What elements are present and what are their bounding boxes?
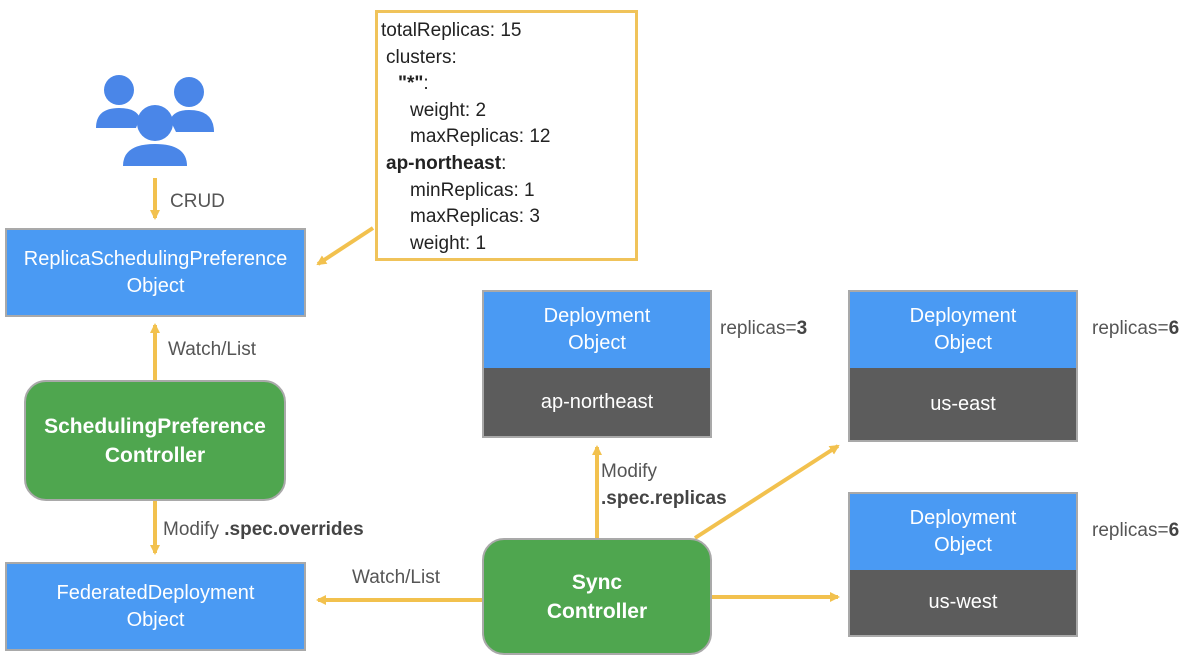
spc-line2: Controller [104,443,206,467]
replicas-us-east: replicas=6 [1092,318,1179,340]
yaml-wildcard-key: "*": [378,71,635,98]
arrow-sync-to-us-east [693,444,840,540]
spc-line1: SchedulingPreference [44,414,266,438]
watch-list-label-left: Watch/List [168,339,256,360]
federated-deployment-object: FederatedDeployment Object [5,562,306,651]
yaml-clusters: clusters: [386,46,457,68]
replicas-value: 3 [796,318,808,339]
scheduling-preference-controller: SchedulingPreference Controller [24,380,286,501]
modify-overrides-label: Modify .spec.overrides [163,519,364,541]
replica-scheduling-preference-object: ReplicaSchedulingPreference Object [5,228,306,317]
deployment-object-header: Deployment Object [850,494,1076,570]
yaml-ap-northeast-weight: weight: 1 [410,232,487,254]
deployment-line2: Object [934,332,992,354]
yaml-ap-northeast-key: ap-northeast: [378,151,635,178]
sync-line1: Sync [571,570,623,594]
modify-replicas-label: Modify .spec.replicas [601,458,727,512]
cluster-name: ap-northeast [484,368,710,436]
rsp-line1: ReplicaSchedulingPreference [23,247,288,270]
yaml-wildcard-max-replicas: maxReplicas: 12 [410,126,551,148]
modify-replicas-field: .spec.replicas [601,488,727,509]
watch-list-label-bottom: Watch/List [352,567,440,588]
replicas-prefix: replicas= [1092,520,1169,541]
crud-label: CRUD [170,191,225,212]
deployment-line2: Object [568,332,626,354]
rsp-line2: Object [126,274,185,297]
yaml-wildcard-key-name: "*" [398,73,424,95]
deployment-line1: Deployment [543,305,651,327]
yaml-ap-northeast-key-name: ap-northeast [386,152,502,174]
deployment-ap-northeast: Deployment Object ap-northeast [482,290,712,438]
federated-line2: Object [126,608,185,631]
deployment-object-header: Deployment Object [850,292,1076,368]
modify-overrides-field: .spec.overrides [224,519,364,540]
deployment-object-header: Deployment Object [484,292,710,368]
replicas-value: 6 [1168,520,1180,541]
yaml-ap-northeast-min-replicas: minReplicas: 1 [410,179,535,201]
deployment-line1: Deployment [909,305,1017,327]
deployment-us-west: Deployment Object us-west [848,492,1078,637]
modify-replicas-prefix: Modify [601,461,657,482]
replicas-value: 6 [1168,318,1180,339]
deployment-us-east: Deployment Object us-east [848,290,1078,442]
replicas-us-west: replicas=6 [1092,520,1179,542]
replicas-prefix: replicas= [720,318,797,339]
deployment-line1: Deployment [909,507,1017,529]
arrow-yaml-to-rsp [316,226,375,266]
yaml-total-replicas: totalReplicas: 15 [381,20,522,41]
cluster-name: us-west [850,570,1076,635]
sync-controller: Sync Controller [482,538,712,655]
yaml-wildcard-weight: weight: 2 [410,99,487,121]
sync-line2: Controller [546,599,648,623]
yaml-ap-northeast-colon: : [501,152,507,174]
users-group-icon [96,75,214,166]
yaml-ap-northeast-max-replicas: maxReplicas: 3 [410,206,540,228]
replicas-prefix: replicas= [1092,318,1169,339]
yaml-wildcard-colon: : [423,73,429,95]
replicas-ap-northeast: replicas=3 [720,318,807,340]
replica-preference-yaml: totalReplicas: 15 clusters: "*": weight:… [375,10,638,261]
deployment-line2: Object [934,534,992,556]
federated-line1: FederatedDeployment [56,581,255,604]
cluster-name: us-east [850,368,1076,440]
modify-overrides-prefix: Modify [163,519,219,540]
